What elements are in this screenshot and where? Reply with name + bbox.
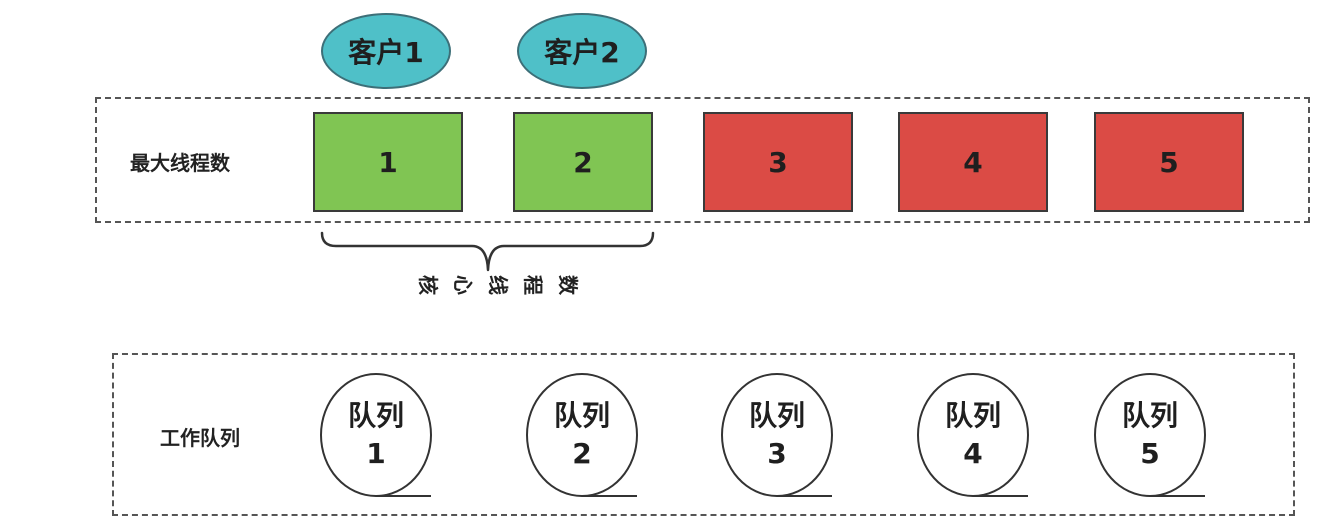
queue-2-tail [582, 495, 637, 497]
queue-5: 队列 5 [1094, 373, 1206, 497]
core-label-char: 心 [451, 275, 475, 295]
core-label-char: 程 [521, 275, 545, 295]
queue-4: 队列 4 [917, 373, 1029, 497]
queue-2: 队列 2 [526, 373, 638, 497]
thread-2: 2 [513, 112, 653, 212]
client-2: 客户2 [517, 13, 647, 89]
queue-5-tail [1150, 495, 1205, 497]
queue-label: 队列 [1121, 399, 1178, 433]
work-queue-label: 工作队列 [160, 426, 240, 450]
queue-number: 3 [767, 437, 787, 470]
thread-1: 1 [313, 112, 463, 212]
queue-label: 队列 [553, 399, 610, 433]
thread-3: 3 [703, 112, 853, 212]
queue-label: 队列 [944, 399, 1001, 433]
queue-1: 队列 1 [320, 373, 432, 497]
queue-number: 2 [572, 437, 592, 470]
thread-5: 5 [1094, 112, 1244, 212]
core-label-char: 数 [556, 275, 580, 295]
queue-number: 1 [366, 437, 386, 470]
queue-1-tail [376, 495, 431, 497]
core-label-char: 核 [416, 275, 440, 295]
core-label-char: 线 [486, 275, 510, 295]
core-threads-label: 核 心 线 程 数 [416, 272, 580, 298]
queue-label: 队列 [748, 399, 805, 433]
queue-4-tail [973, 495, 1028, 497]
queue-number: 5 [1140, 437, 1160, 470]
queue-number: 4 [963, 437, 983, 470]
max-threads-label: 最大线程数 [130, 151, 230, 175]
thread-4: 4 [898, 112, 1048, 212]
queue-label: 队列 [347, 399, 404, 433]
queue-3: 队列 3 [721, 373, 833, 497]
client-1: 客户1 [321, 13, 451, 89]
work-queue-panel [112, 353, 1295, 516]
max-threads-panel [95, 97, 1310, 223]
queue-3-tail [777, 495, 832, 497]
